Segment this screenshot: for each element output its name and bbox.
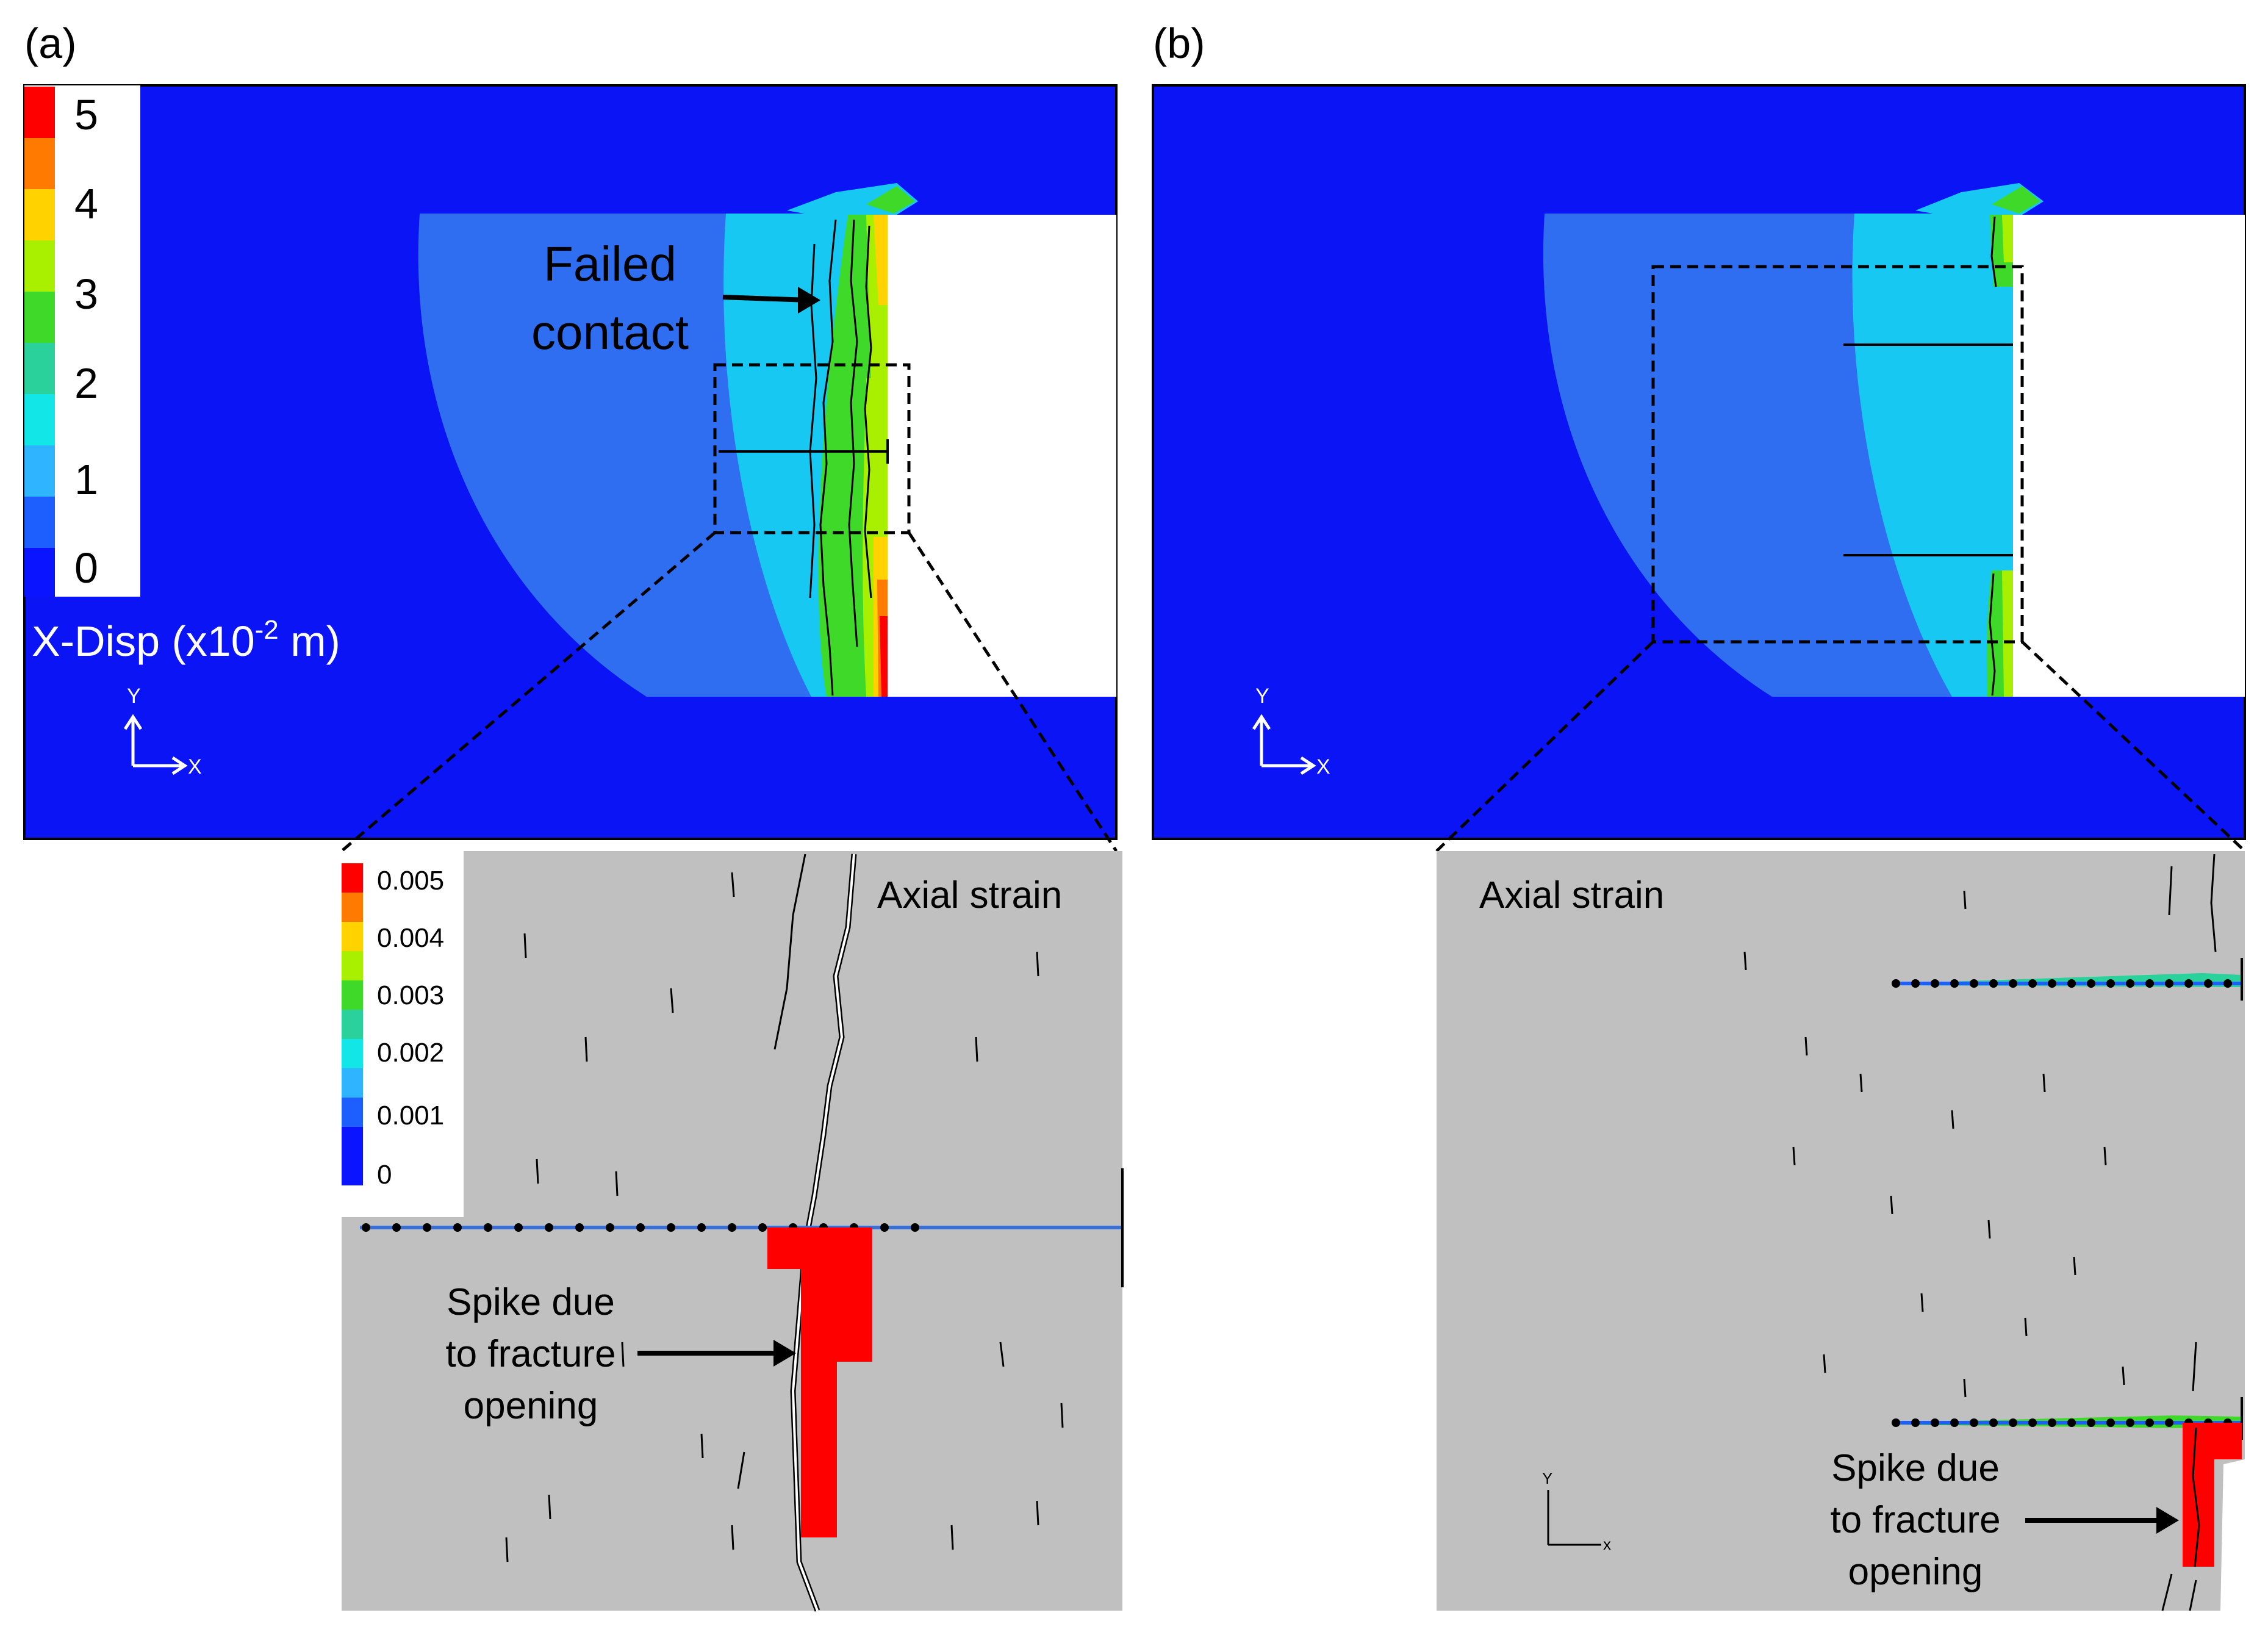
xdisp-legend: 5 4 3 2 1 0 — [24, 85, 140, 597]
zoom-box-a — [713, 363, 911, 534]
axis-y-label-b: Y — [1255, 685, 1269, 708]
inset-legend-tick: 0.004 — [377, 923, 444, 953]
inset-legend-tick: 0 — [377, 1160, 392, 1190]
inset-title-a: Axial strain — [877, 874, 1062, 916]
zoom-leader — [340, 531, 716, 852]
inset-legend-tick: 0.005 — [377, 866, 444, 896]
annotation-contact: contact — [531, 305, 689, 359]
axis-triad-inset-b — [1547, 1490, 1601, 1546]
legend-tick: 5 — [74, 91, 98, 138]
annotation-failed: Failed — [544, 237, 676, 291]
axis-triad-a — [123, 714, 188, 775]
zoom-box-b — [1651, 265, 2024, 644]
legend-tick: 0 — [74, 544, 98, 592]
inset-legend-tick: 0.002 — [377, 1038, 444, 1068]
legend-tick: 1 — [74, 456, 98, 503]
axis-x-label-a: X — [188, 755, 202, 778]
axis-y-label-a: Y — [127, 685, 141, 708]
legend-tick: 4 — [74, 180, 98, 228]
panel-a: (a) — [23, 20, 1124, 1612]
panel-a-inset: 0.005 0.004 0.003 0.002 0.001 0 Axial st… — [342, 851, 1124, 1612]
inset-axis-x-b: x — [1603, 1535, 1611, 1553]
strain-spike-b — [2183, 1423, 2242, 1567]
inset-a-annotation: opening — [464, 1385, 598, 1427]
legend-tick: 2 — [74, 359, 98, 407]
panel-b-label: (b) — [1153, 20, 1205, 67]
legend-title: X-Disp (x10-2 m) — [32, 615, 340, 665]
axis-x-label-b: X — [1316, 755, 1330, 778]
panel-b-inset: Axial strain — [1437, 851, 2245, 1611]
inset-b-annotation: to fracture — [1830, 1499, 2000, 1541]
inset-a-annotation: Spike due — [447, 1281, 615, 1323]
inset-legend-tick: 0.003 — [377, 980, 444, 1010]
panel-a-label: (a) — [24, 20, 77, 67]
panel-b: (b) — [1152, 20, 2246, 1611]
panel-a-main-plot: Failed contact Y X — [23, 84, 1118, 840]
inset-b-annotation: opening — [1848, 1551, 1983, 1593]
panel-b-main-plot: Y X — [1152, 84, 2246, 840]
excavation-void — [888, 215, 1116, 697]
strain-spike-a — [767, 1228, 872, 1537]
inset-title-b: Axial strain — [1479, 874, 1664, 916]
inset-axis-y-b: Y — [1542, 1469, 1552, 1487]
inset-b-annotation: Spike due — [1831, 1447, 2000, 1489]
legend-tick: 3 — [74, 270, 98, 318]
inset-legend-tick: 0.001 — [377, 1101, 444, 1131]
failed-contact-arrow — [722, 295, 809, 303]
zoom-leader — [907, 531, 1118, 852]
inset-a-annotation: to fracture — [445, 1333, 615, 1375]
